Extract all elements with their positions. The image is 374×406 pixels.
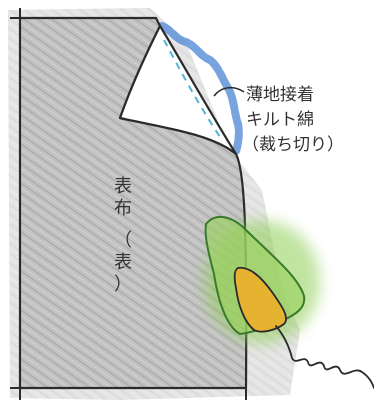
batting-label-line1: 薄地接着 bbox=[246, 85, 314, 105]
leader-line bbox=[213, 86, 245, 97]
batting-label-line2: キルト綿 bbox=[246, 110, 314, 130]
batting-label-line3: （裁ち切り） bbox=[242, 135, 344, 155]
iron-icon bbox=[204, 215, 306, 336]
fabric-side-label: （ 表 ） bbox=[114, 230, 132, 295]
batting-edge bbox=[158, 22, 243, 156]
corner-marks bbox=[10, 8, 247, 400]
folded-corner bbox=[118, 24, 238, 156]
fold-line bbox=[163, 39, 223, 141]
fabric-label: 表 布 bbox=[114, 176, 132, 219]
power-cord bbox=[275, 325, 374, 389]
